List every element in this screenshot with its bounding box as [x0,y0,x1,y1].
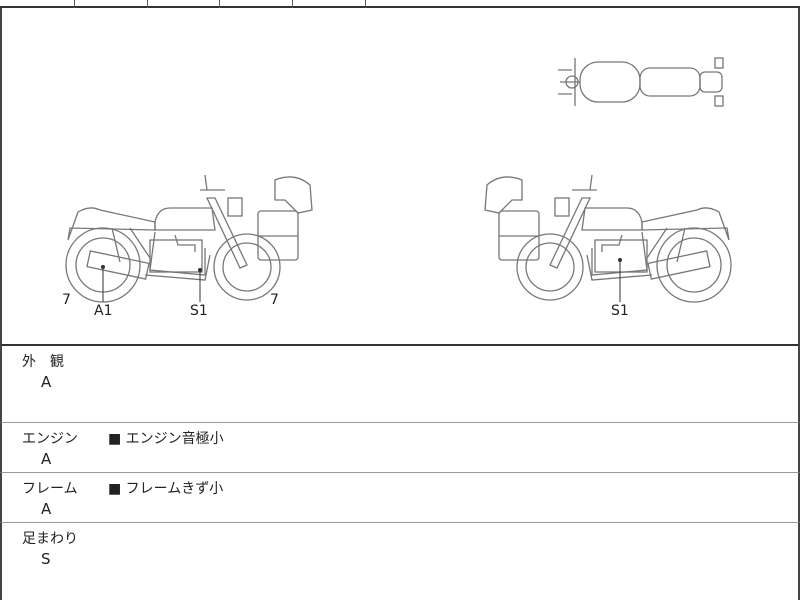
section-exterior: 外 観 A [0,346,800,423]
damage-label-rear-wheel: 7 [62,292,71,308]
damage-label-a1: A1 [94,303,113,319]
section-name: 足まわり [22,531,78,547]
section-suspension: 足まわり S [0,523,800,600]
section-grade: A [41,373,52,391]
cell-divider [292,0,293,8]
section-grade: A [41,450,52,468]
section-name: エンジン [22,431,78,447]
cell-divider [74,0,75,8]
right-side-motorcycle [484,174,732,303]
section-note: ■ フレームきず小 [108,481,224,497]
damage-label-s1-right: S1 [611,303,629,319]
damage-leader-lines [101,258,622,302]
section-engine: エンジン A ■ エンジン音極小 [0,423,800,473]
top-view-motorcycle [558,57,724,107]
damage-label-s1: S1 [190,303,208,319]
section-name: フレーム [22,481,78,497]
section-grade: A [41,500,52,518]
cell-divider [365,0,366,8]
damage-diagram-panel [0,8,800,346]
damage-label-front-wheel: 7 [270,292,279,308]
section-grade: S [41,550,51,568]
cell-divider [219,0,220,8]
motorcycle-diagram [65,57,732,303]
section-note: ■ エンジン音極小 [108,431,224,447]
section-name: 外 観 [22,354,64,370]
cell-divider [147,0,148,8]
header-row-cells [0,0,800,8]
section-frame: フレーム A ■ フレームきず小 [0,473,800,523]
